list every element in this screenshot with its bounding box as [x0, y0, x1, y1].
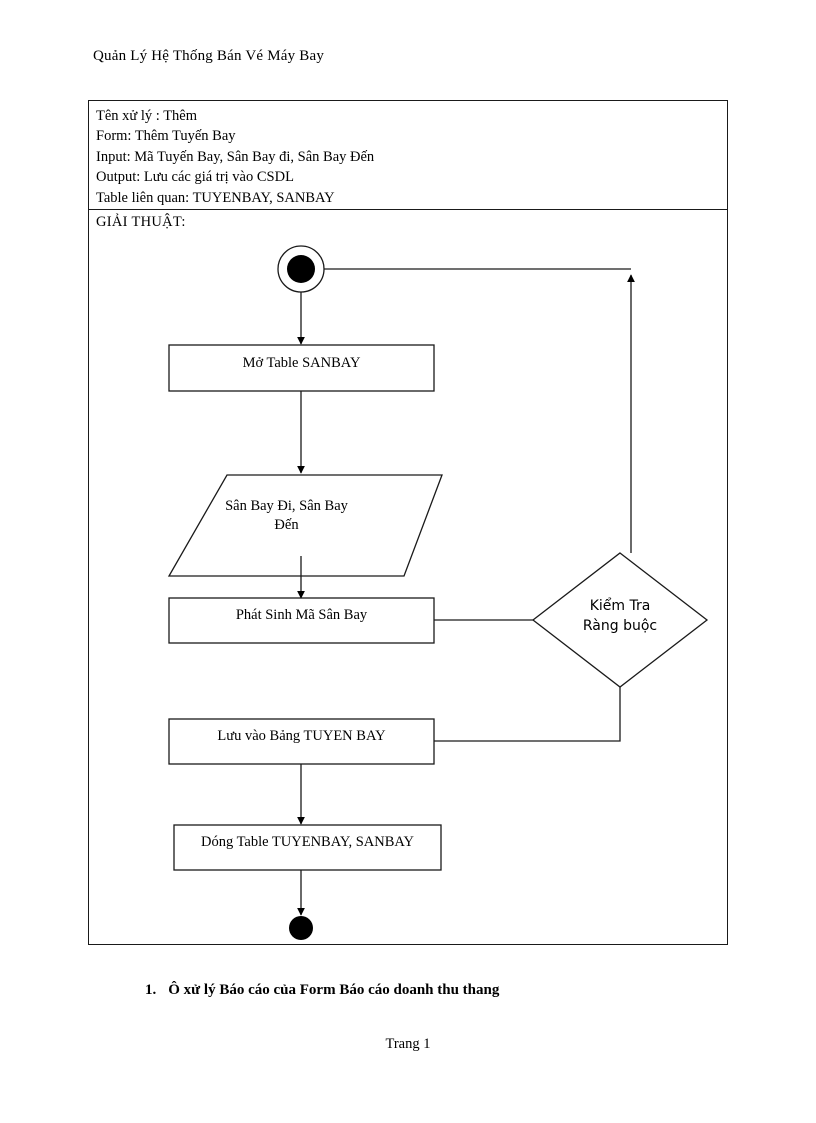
info-line-form: Form: Thêm Tuyến Bay — [96, 128, 236, 145]
edge-decision-to-save — [434, 687, 621, 742]
input-parallelogram — [167, 474, 443, 577]
end-node — [289, 916, 313, 940]
close-table-box — [173, 824, 442, 871]
list-item: 1. Ô xử lý Báo cáo của Form Báo cáo doanh… — [145, 982, 499, 999]
generate-code-box — [168, 597, 435, 644]
frame-divider — [89, 209, 727, 210]
info-line-tables: Table liên quan: TUYENBAY, SANBAY — [96, 189, 335, 206]
page-footer: Trang 1 — [385, 1036, 431, 1052]
open-table-box — [168, 344, 435, 392]
info-line-name: Tên xử lý : Thêm — [96, 108, 198, 124]
algorithm-frame: Tên xử lý : Thêm Form: Thêm Tuyến Bay In… — [88, 100, 728, 945]
flowchart: Mở Table SANBAY Sân Bay Đi, Sân Bay Đến … — [89, 101, 727, 944]
list-item-number: 1. — [145, 982, 157, 998]
process-info-block: Tên xử lý : Thêm Form: Thêm Tuyến Bay In… — [96, 106, 374, 208]
start-node-core — [287, 255, 315, 283]
info-line-input: Input: Mã Tuyến Bay, Sân Bay đi, Sân Bay… — [96, 148, 375, 165]
page-title: Quản Lý Hệ Thống Bán Vé Máy Bay — [93, 48, 325, 64]
decision-diamond — [531, 552, 709, 688]
info-line-output: Output: Lưu các giá trị vào CSDL — [96, 169, 294, 186]
save-table-box — [168, 718, 435, 765]
algorithm-label: GIẢI THUẬT: — [96, 214, 186, 230]
list-item-text: Ô xử lý Báo cáo của Form Báo cáo doanh t… — [168, 982, 500, 998]
flowchart-canvas — [167, 245, 709, 940]
